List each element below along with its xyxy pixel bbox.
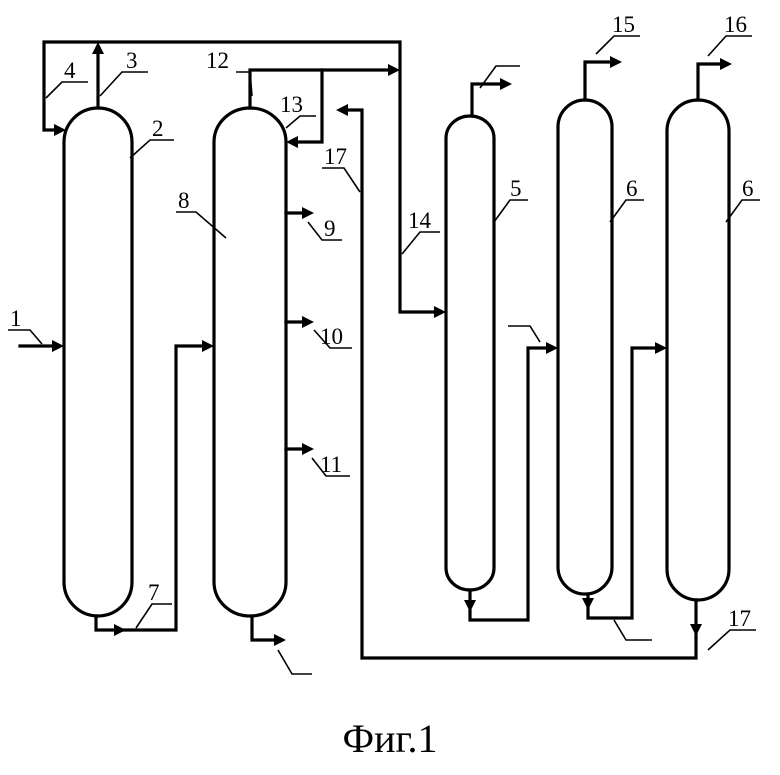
arrow-feed-5 [434, 306, 446, 318]
label-15: 15 [612, 12, 635, 37]
leader-stub-col6a-bottom [614, 620, 652, 640]
arrow-bottoms-6a [582, 598, 594, 610]
arrow-overhead-16 [720, 58, 732, 70]
pipe-overhead-5 [472, 84, 502, 116]
label-10: 10 [320, 324, 343, 349]
label-2: 2 [152, 116, 164, 141]
column-8 [214, 108, 286, 616]
label-14: 14 [408, 208, 432, 233]
leader-16 [708, 36, 752, 56]
label-17b: 17 [728, 606, 751, 631]
column-6b [667, 100, 729, 600]
label-17a: 17 [324, 144, 347, 169]
arrow-overhead-12 [388, 64, 400, 76]
label-13: 13 [280, 92, 303, 117]
leader-14 [402, 232, 440, 254]
arrow-sidedraw-11 [302, 443, 314, 455]
pipe-overhead-16 [698, 64, 722, 100]
leader-13 [286, 116, 316, 128]
arrow-bottoms-7b [202, 340, 214, 352]
label-11: 11 [320, 452, 342, 477]
arrow-feed-6a [546, 342, 558, 354]
arrow-feed-1 [52, 340, 64, 352]
label-4: 4 [64, 58, 76, 83]
leader-7 [136, 604, 172, 628]
label-9: 9 [324, 216, 336, 241]
label-3: 3 [126, 48, 138, 73]
leader-17b [708, 630, 756, 650]
arrow-recycle-17 [336, 104, 348, 116]
leader-stub-col6a-feed [508, 326, 540, 342]
arrow-bottoms-8 [274, 634, 286, 646]
label-6b: 6 [742, 176, 754, 201]
arrow-sidedraw-9 [302, 207, 314, 219]
arrow-sidedraw-10 [302, 316, 314, 328]
leader-3 [100, 72, 148, 96]
label-1: 1 [10, 306, 22, 331]
arrow-bottoms-5a [464, 600, 476, 612]
column-2 [64, 108, 132, 616]
arrow-bottoms-6b [690, 624, 702, 636]
label-5: 5 [510, 176, 522, 201]
leader-17a [322, 168, 360, 192]
arrow-reflux-13 [286, 136, 298, 148]
arrow-bottoms-7a [114, 624, 126, 636]
leader-stub-col8-bottom [278, 650, 312, 674]
leader-2 [130, 140, 174, 158]
leader-6a [610, 200, 644, 222]
arrow-feed-6b [655, 342, 667, 354]
leader-4 [46, 82, 88, 98]
leader-1 [8, 330, 42, 344]
column-6a [558, 100, 612, 594]
column-5 [446, 116, 494, 590]
arrow-overhead-3 [92, 42, 104, 54]
label-8: 8 [178, 188, 190, 213]
arrow-overhead-5 [500, 78, 512, 90]
leader-5 [494, 200, 528, 222]
pipe-bottoms-8 [252, 616, 276, 640]
leader-15 [596, 36, 640, 54]
label-6a: 6 [626, 176, 638, 201]
label-12: 12 [206, 48, 229, 73]
arrow-overhead-15 [610, 56, 622, 68]
pipe-overhead-15 [585, 62, 612, 100]
label-16: 16 [724, 12, 747, 37]
leader-6b [726, 200, 760, 222]
label-7: 7 [148, 580, 160, 605]
figure-caption: Фиг.1 [343, 716, 438, 761]
